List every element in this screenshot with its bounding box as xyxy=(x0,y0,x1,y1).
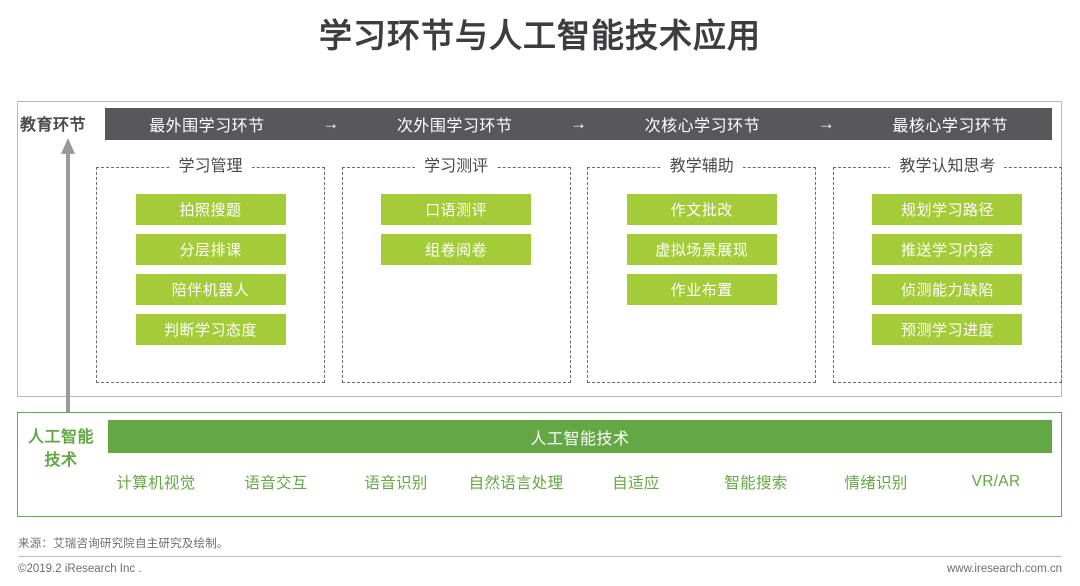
chip-item[interactable]: 推送学习内容 xyxy=(872,234,1023,265)
ai-tag[interactable]: 智能搜索 xyxy=(724,475,788,492)
group-title: 学习测评 xyxy=(415,156,498,178)
chip-item[interactable]: 判断学习态度 xyxy=(135,314,286,345)
ai-side-label: 人工智能 技术 xyxy=(18,426,104,472)
ai-tag[interactable]: 情绪识别 xyxy=(844,475,908,492)
website-url: www.iresearch.com.cn xyxy=(946,563,1062,575)
stage-cell-1: 最外围学习环节 xyxy=(149,118,265,135)
copyright-text: ©2019.2 iResearch Inc . xyxy=(18,563,142,575)
chip-list: 口语测评 组卷阅卷 xyxy=(343,194,570,265)
ai-tag[interactable]: 自然语言处理 xyxy=(468,475,564,492)
up-arrow-icon xyxy=(61,138,75,458)
chip-item[interactable]: 分层排课 xyxy=(135,234,286,265)
stage-arrow-icon-2: → xyxy=(570,114,587,133)
source-note: 来源：艾瑞咨询研究院自主研究及绘制。 xyxy=(18,538,229,550)
stage-arrow-icon-1: → xyxy=(322,114,340,133)
ai-technology-bar: 人工智能技术 xyxy=(108,420,1052,453)
chip-item[interactable]: 组卷阅卷 xyxy=(381,234,532,265)
ai-tag[interactable]: 语音交互 xyxy=(244,475,308,492)
ai-side-label-line2: 技术 xyxy=(44,452,78,469)
chip-item[interactable]: 侦测能力缺陷 xyxy=(872,274,1023,305)
chip-item[interactable]: 拍照搜题 xyxy=(135,194,286,225)
chip-item[interactable]: 作业布置 xyxy=(626,274,777,305)
ai-side-label-line1: 人工智能 xyxy=(27,429,94,446)
stage-cell-2: 次外围学习环节 xyxy=(396,118,513,135)
chip-list: 作文批改 虚拟场景展现 作业布置 xyxy=(588,194,815,305)
chip-item[interactable]: 作文批改 xyxy=(626,194,777,225)
education-stage-bar: 最外围学习环节 → 次外围学习环节 → 次核心学习环节 → 最核心学习环节 xyxy=(105,108,1052,140)
group-title: 教学认知思考 xyxy=(890,156,1005,178)
education-group-row: 学习管理 拍照搜题 分层排课 陪伴机器人 判断学习态度 学习测评 口语测评 组卷… xyxy=(96,156,1062,387)
chip-item[interactable]: 口语测评 xyxy=(381,194,532,225)
chip-item[interactable]: 陪伴机器人 xyxy=(135,274,286,305)
ai-tag[interactable]: 计算机视觉 xyxy=(116,475,196,492)
footer-divider xyxy=(18,556,1062,557)
group-box-learning-management: 学习管理 拍照搜题 分层排课 陪伴机器人 判断学习态度 xyxy=(96,156,325,383)
page-title: 学习环节与人工智能技术应用 xyxy=(319,17,761,54)
chip-list: 拍照搜题 分层排课 陪伴机器人 判断学习态度 xyxy=(97,194,324,345)
chip-list: 规划学习路径 推送学习内容 侦测能力缺陷 预测学习进度 xyxy=(834,194,1061,345)
group-box-teaching-support: 教学辅助 作文批改 虚拟场景展现 作业布置 xyxy=(587,156,817,383)
group-box-learning-assessment: 学习测评 口语测评 组卷阅卷 xyxy=(341,156,571,383)
ai-tag[interactable]: VR/AR xyxy=(971,473,1021,490)
chip-item[interactable]: 虚拟场景展现 xyxy=(626,234,777,265)
stage-cell-3: 次核心学习环节 xyxy=(644,118,761,135)
chip-item[interactable]: 规划学习路径 xyxy=(872,194,1023,225)
group-box-teaching-cognition: 教学认知思考 规划学习路径 推送学习内容 侦测能力缺陷 预测学习进度 xyxy=(832,156,1062,383)
chip-item[interactable]: 预测学习进度 xyxy=(872,314,1023,345)
ai-technology-tag-row: 计算机视觉 语音交互 语音识别 自然语言处理 自适应 智能搜索 情绪识别 VR/… xyxy=(96,465,1056,499)
group-title: 学习管理 xyxy=(169,156,252,178)
ai-tag[interactable]: 语音识别 xyxy=(364,475,428,492)
stage-cell-4: 最核心学习环节 xyxy=(892,118,1008,135)
education-side-label: 教育环节 xyxy=(20,117,87,134)
stage-arrow-icon-3: → xyxy=(817,114,835,133)
group-title: 教学辅助 xyxy=(660,156,743,178)
ai-tag[interactable]: 自适应 xyxy=(612,475,660,492)
